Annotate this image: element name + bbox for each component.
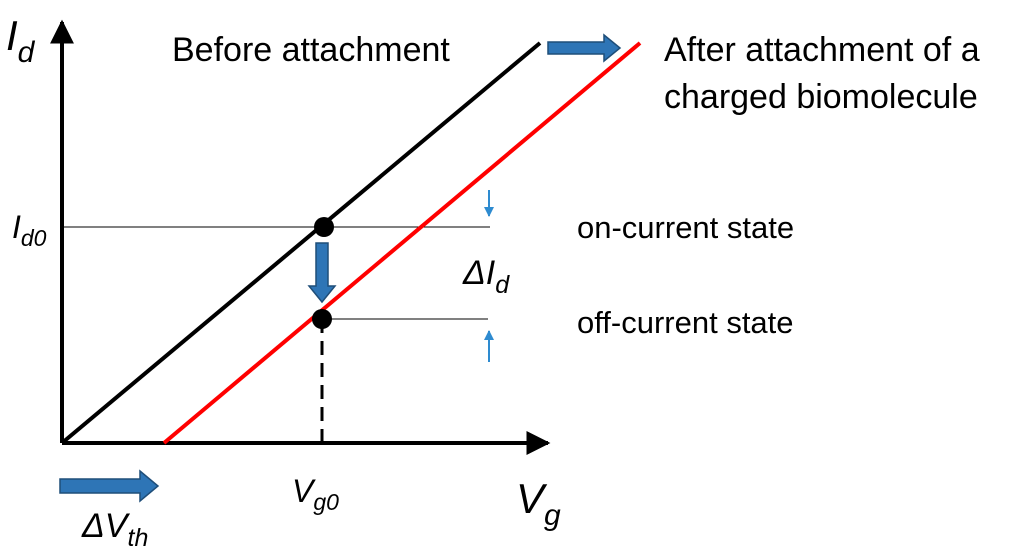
before-attachment-line — [60, 41, 542, 445]
x-axis-label: Vg — [516, 475, 561, 532]
off-current-state-label: off-current state — [577, 305, 794, 340]
right-block-arrow-icon — [547, 33, 622, 63]
off-current-point — [312, 309, 332, 329]
delta-id-label: ΔId — [462, 254, 510, 299]
id0-label: Id0 — [12, 209, 47, 251]
threshold-block-arrow-icon — [59, 469, 160, 503]
delta-vth-label: ΔVth — [81, 507, 148, 552]
down-block-arrow-icon — [307, 242, 337, 304]
after-attachment-label-line2: charged biomolecule — [664, 78, 978, 116]
after-attachment-label-line1: After attachment of a — [664, 31, 980, 69]
on-current-point — [314, 217, 334, 237]
after-attachment-line — [162, 41, 642, 445]
y-axis-label: Id — [6, 12, 36, 69]
before-attachment-label: Before attachment — [172, 31, 450, 69]
on-current-state-label: on-current state — [577, 210, 794, 245]
vg0-label: Vg0 — [292, 473, 339, 515]
